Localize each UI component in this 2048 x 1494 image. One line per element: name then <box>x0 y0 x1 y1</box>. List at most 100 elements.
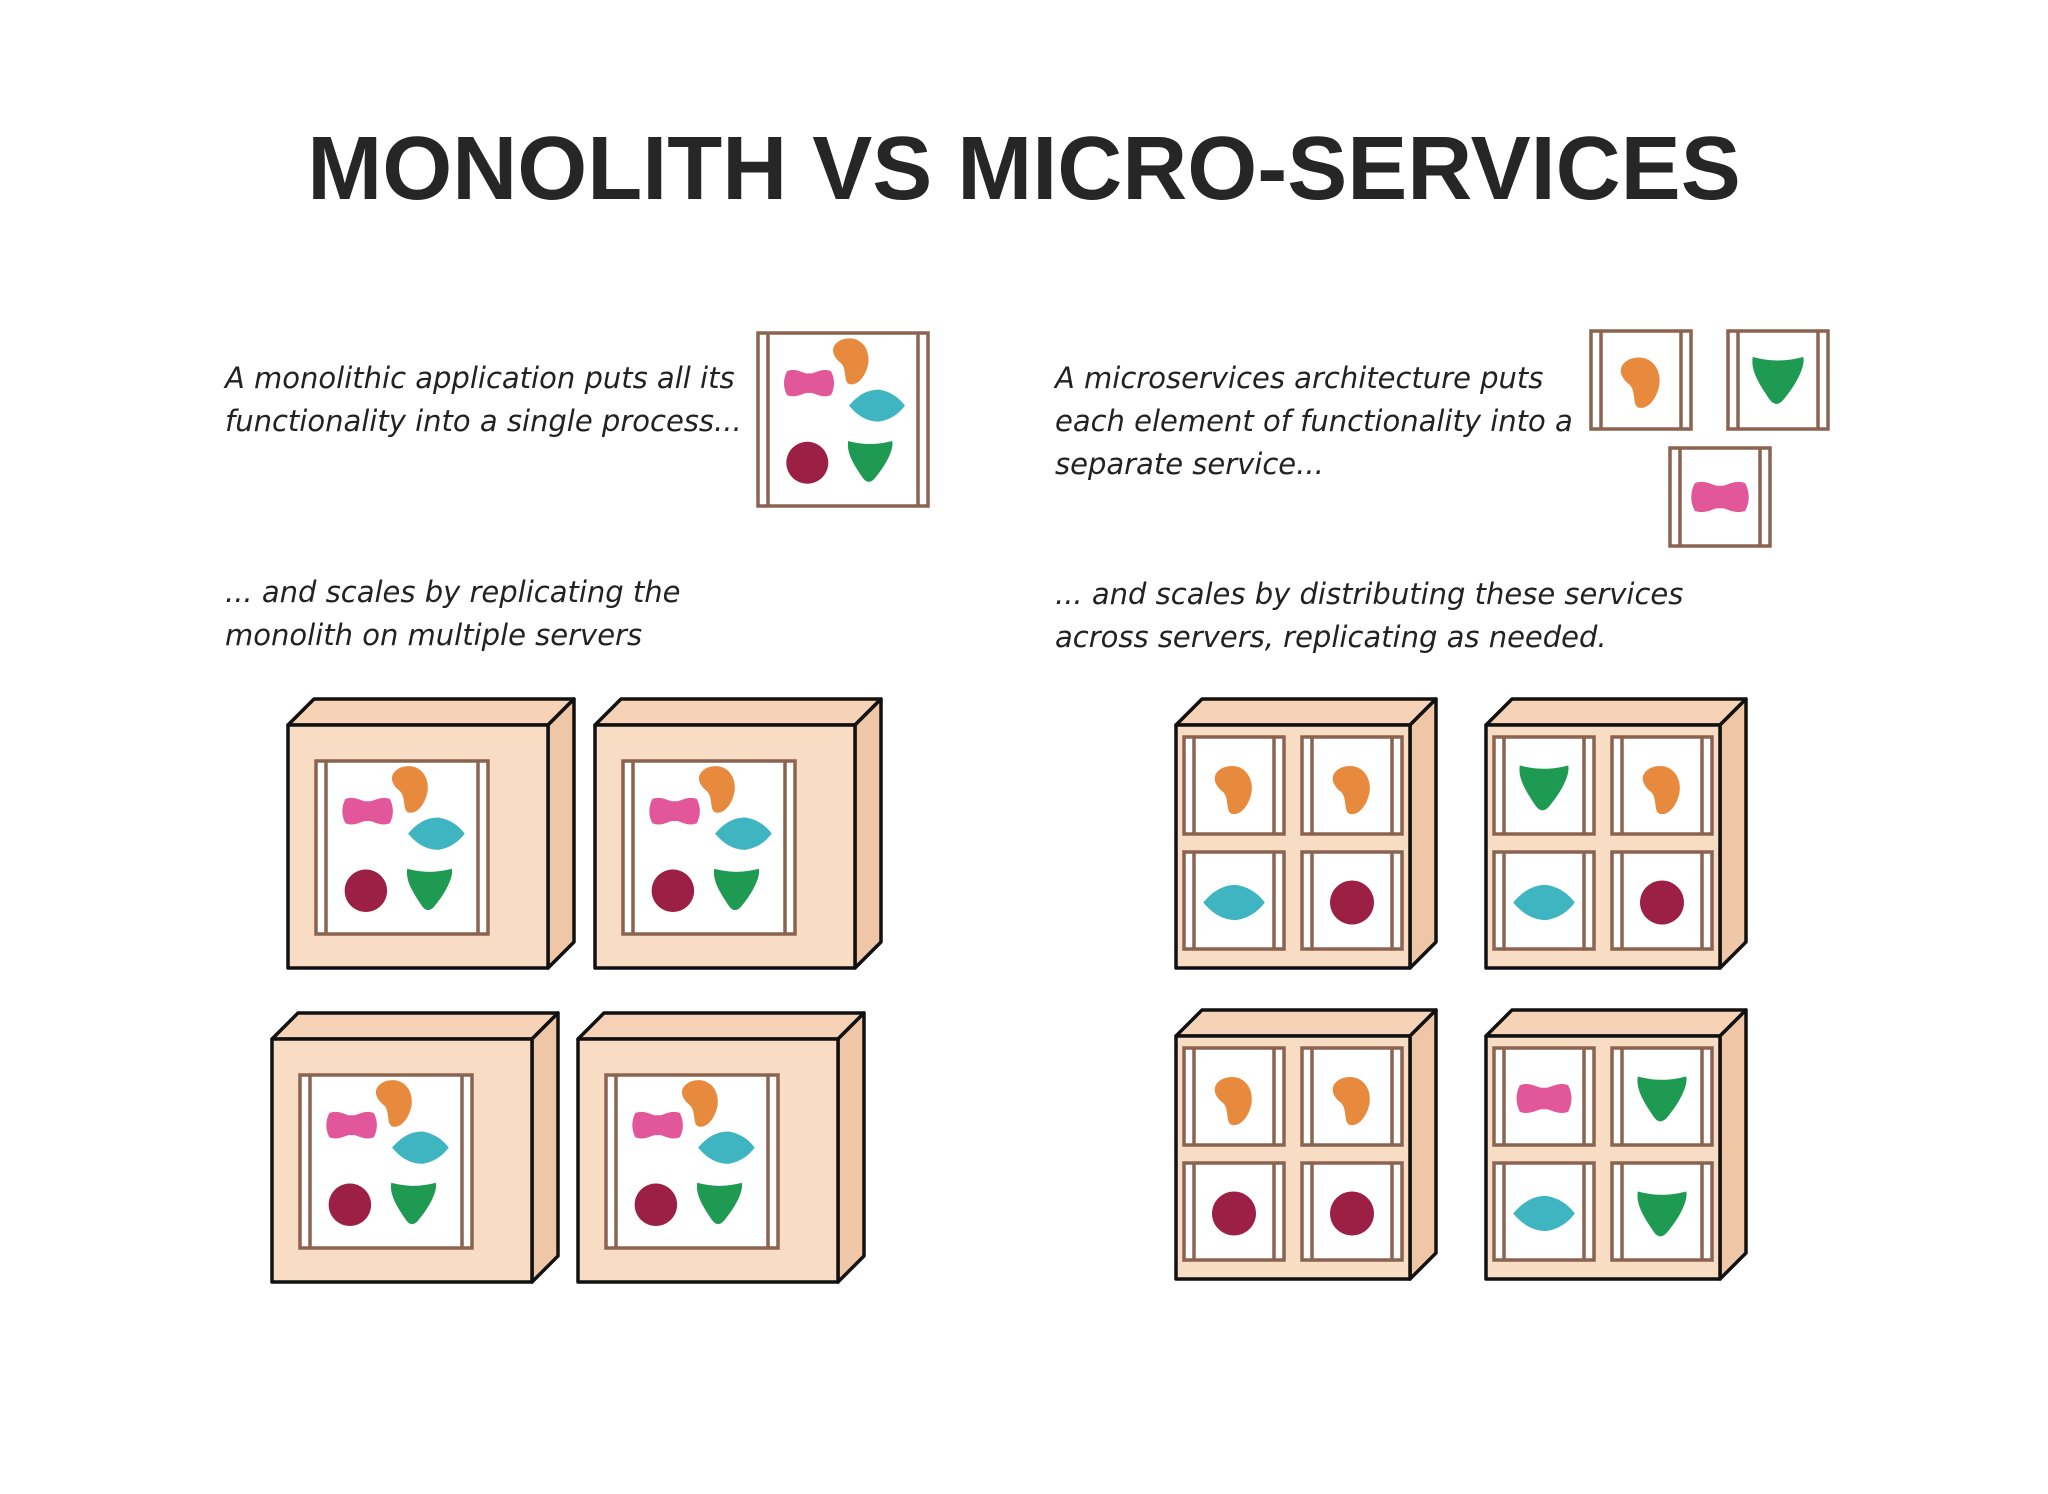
microservice-servers <box>1174 697 1748 1281</box>
maroon-circle-icon <box>328 1183 372 1226</box>
server-top-face <box>593 697 883 727</box>
server-box <box>1484 697 1748 970</box>
server-side-face <box>1718 697 1748 970</box>
green-triangle-icon <box>696 1182 743 1225</box>
server-top-face <box>1174 1008 1438 1038</box>
server-side-face <box>1408 697 1438 970</box>
green-triangle-icon <box>1637 1191 1687 1237</box>
green-triangle-icon <box>390 1182 437 1225</box>
teal-diamond-icon <box>408 817 465 850</box>
green-triangle-icon <box>713 868 760 911</box>
teal-diamond-icon <box>1203 884 1265 921</box>
orange-blob-icon <box>1642 765 1680 815</box>
service-frame <box>1182 1161 1286 1262</box>
server-side-face <box>836 1011 866 1284</box>
service <box>1726 329 1830 431</box>
page-title: MONOLITH VS MICRO-SERVICES <box>307 119 1741 219</box>
teal-diamond-icon <box>1513 1195 1575 1232</box>
server-side-face <box>1718 1008 1748 1281</box>
orange-blob-icon <box>375 1080 412 1127</box>
server-side-face <box>546 697 576 970</box>
maroon-circle-icon <box>344 869 388 912</box>
maroon-circle-icon <box>1211 1191 1256 1236</box>
service <box>1300 1046 1404 1147</box>
server-box <box>1484 1008 1748 1281</box>
maroon-circle-icon <box>1639 880 1684 925</box>
monolith-caption-line: A monolithic application puts all its <box>225 361 735 395</box>
service <box>1610 850 1714 951</box>
maroon-circle-icon <box>1329 880 1374 925</box>
pink-bowtie-icon <box>632 1111 683 1139</box>
orange-blob-icon <box>1214 1076 1252 1126</box>
service-frame <box>1492 1161 1596 1262</box>
service <box>1492 735 1596 836</box>
monolith-scaling-caption-line: monolith on multiple servers <box>225 618 643 652</box>
server-top-face <box>576 1011 866 1041</box>
server-top-face <box>270 1011 560 1041</box>
monolith-scaling-caption-line: ... and scales by replicating the <box>225 575 681 609</box>
orange-blob-icon <box>391 766 428 813</box>
maroon-circle-icon <box>786 441 829 484</box>
service <box>1182 850 1286 951</box>
microservices-caption-line: each element of functionality into a <box>1055 404 1573 438</box>
orange-blob-icon <box>1332 1076 1370 1126</box>
orange-blob-icon <box>1332 765 1370 815</box>
monolith-scaling-caption: ... and scales by replicating the monoli… <box>225 571 681 657</box>
monolith-servers <box>270 697 883 1284</box>
monolith-caption: A monolithic application puts all its fu… <box>225 357 742 443</box>
service <box>1182 735 1286 836</box>
service <box>1300 735 1404 836</box>
service <box>1492 850 1596 951</box>
server-box <box>593 697 883 970</box>
orange-blob-icon <box>1620 357 1660 408</box>
teal-diamond-icon <box>1513 884 1575 921</box>
server-box <box>1174 697 1438 970</box>
monolith-process <box>756 331 930 508</box>
pink-bowtie-icon <box>1516 1084 1572 1113</box>
microservices-scaling-caption-line: across servers, replicating as needed. <box>1055 620 1607 654</box>
pink-bowtie-icon <box>1691 481 1749 513</box>
green-triangle-icon <box>1637 1076 1687 1122</box>
microservices-set <box>1589 329 1830 548</box>
service <box>1492 1161 1596 1262</box>
monolith-caption-line: functionality into a single process... <box>225 404 742 438</box>
server-side-face <box>853 697 883 970</box>
orange-blob-icon <box>1214 765 1252 815</box>
service <box>1182 1161 1286 1262</box>
server-top-face <box>1484 697 1748 727</box>
server-box <box>270 1011 560 1284</box>
server-box <box>576 1011 866 1284</box>
maroon-circle-icon <box>651 869 695 912</box>
service-frame <box>1182 1046 1286 1147</box>
service <box>1492 1046 1596 1147</box>
teal-diamond-icon <box>715 817 772 850</box>
microservices-caption: A microservices architecture puts each e… <box>1055 357 1573 486</box>
service-frame <box>1300 735 1404 836</box>
frame-outer <box>1182 1161 1286 1262</box>
orange-blob-icon <box>698 766 735 813</box>
pink-bowtie-icon <box>649 797 700 825</box>
microservices-caption-line: separate service... <box>1055 447 1324 481</box>
teal-diamond-icon <box>849 389 905 422</box>
green-triangle-icon <box>847 441 893 482</box>
teal-diamond-icon <box>392 1131 449 1164</box>
server-top-face <box>286 697 576 727</box>
pink-bowtie-icon <box>342 797 393 825</box>
microservices-caption-line: A microservices architecture puts <box>1055 361 1544 395</box>
teal-diamond-icon <box>698 1131 755 1164</box>
server-top-face <box>1484 1008 1748 1038</box>
service <box>1610 735 1714 836</box>
pink-bowtie-icon <box>326 1111 377 1139</box>
maroon-circle-icon <box>1329 1191 1374 1236</box>
server-box <box>286 697 576 970</box>
service <box>1300 850 1404 951</box>
service <box>1610 1161 1714 1262</box>
server-side-face <box>1408 1008 1438 1281</box>
microservices-scaling-caption: ... and scales by distributing these ser… <box>1055 573 1683 659</box>
microservices-scaling-caption-line: ... and scales by distributing these ser… <box>1055 577 1684 611</box>
orange-blob-icon <box>681 1080 718 1127</box>
maroon-circle-icon <box>634 1183 678 1226</box>
service <box>1182 1046 1286 1147</box>
server-box <box>1174 1008 1438 1281</box>
